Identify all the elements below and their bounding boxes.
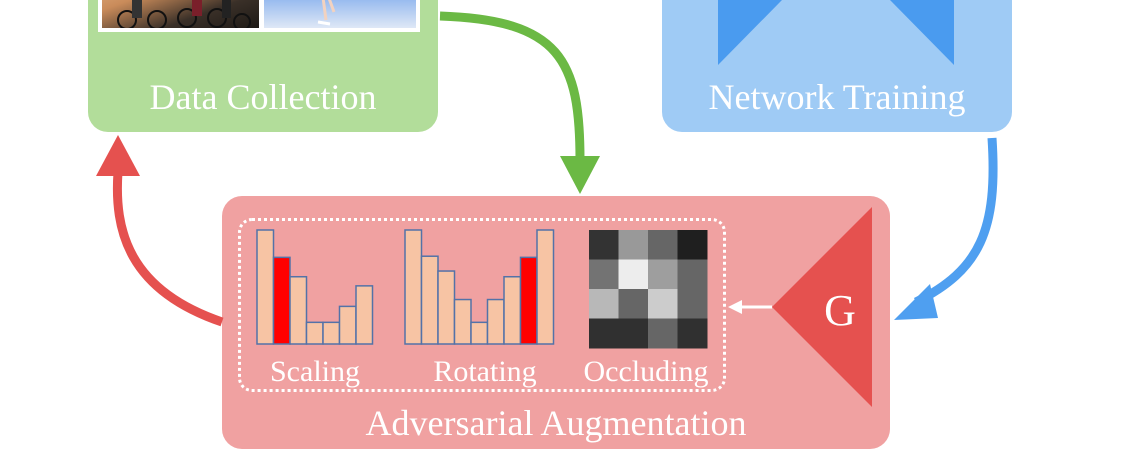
augmentation-operations-frame (238, 218, 726, 392)
rotating-histogram (404, 229, 555, 345)
adversarial-augmentation-label: Adversarial Augmentation (365, 403, 747, 443)
occlusion-cell (589, 259, 619, 290)
occlusion-cell (648, 230, 678, 260)
occlusion-cell (648, 289, 678, 319)
data-collection-label: Data Collection (149, 77, 377, 117)
network-icon (718, 0, 954, 65)
occlusion-cell (677, 259, 708, 290)
network-training-box: Network Training (662, 0, 1012, 132)
red-arrow-head (96, 135, 140, 176)
network-training-label: Network Training (708, 77, 966, 117)
occlusion-cell (589, 318, 619, 349)
occlusion-cell (677, 318, 708, 349)
occlusion-cell (677, 289, 708, 319)
occlusion-cell (618, 289, 649, 319)
blue-arrow-shaft (913, 137, 998, 307)
blue-arrow-head (894, 284, 938, 320)
occlusion-cell (677, 230, 708, 260)
generator-label: G (824, 286, 856, 335)
green-arrow-shaft (439, 11, 585, 161)
occlusion-cell (618, 259, 649, 290)
cyclists-illustration (117, 0, 251, 28)
cyclists-photo (98, 0, 263, 32)
skater-illustration (317, 0, 336, 26)
red-arrow-shaft (112, 171, 224, 327)
generator-output-head (728, 300, 742, 314)
scaling-histogram-bar (355, 285, 374, 345)
occlusion-cell (648, 318, 678, 349)
rotating-label: Rotating (433, 355, 537, 388)
generator-triangle (772, 207, 872, 407)
data-collection-box: Data Collection (88, 0, 438, 132)
skater-photo (260, 0, 420, 32)
scaling-histogram (256, 229, 374, 345)
occlusion-cell (589, 289, 619, 319)
scaling-label: Scaling (270, 355, 360, 388)
occlusion-cell (589, 230, 619, 260)
occlusion-cell (618, 318, 649, 349)
occlusion-cell (648, 259, 678, 290)
adversarial-augmentation-box: Scaling Rotating Occluding Adversarial A… (222, 196, 890, 449)
rotating-histogram-bar (536, 229, 555, 345)
occlusion-cell (618, 230, 649, 260)
occluding-label: Occluding (583, 355, 709, 388)
scaling-histogram-bar (289, 275, 308, 345)
occlusion-grid (589, 230, 708, 349)
green-arrow-head (560, 156, 600, 194)
